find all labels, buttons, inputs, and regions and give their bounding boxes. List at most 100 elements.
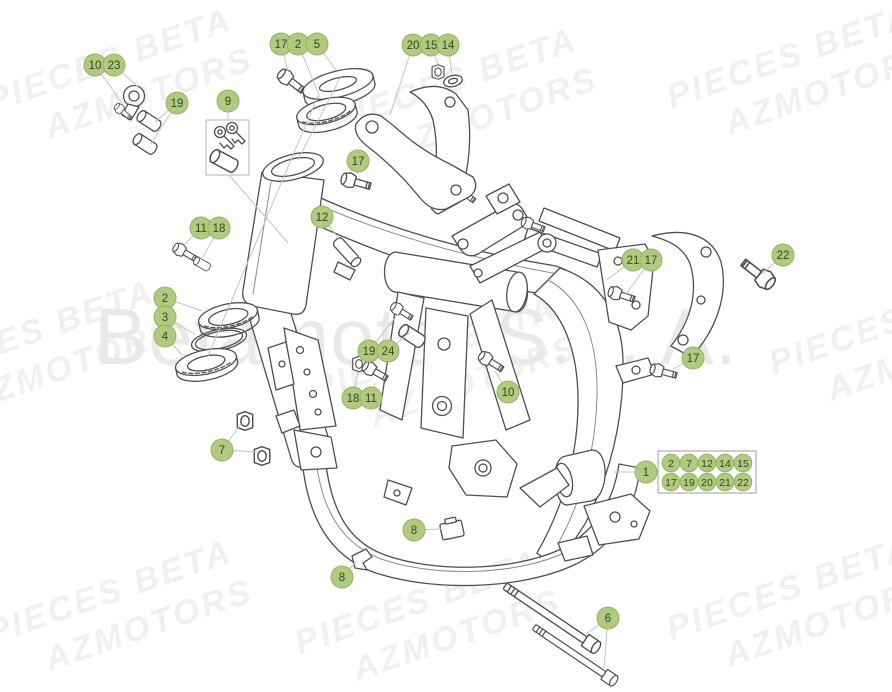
- washer-14: [443, 74, 463, 88]
- dust-seal-5: [302, 68, 376, 108]
- svg-text:17: 17: [687, 353, 700, 365]
- callout-12: 12: [310, 205, 334, 229]
- bolt-17b: [338, 170, 373, 195]
- svg-text:8: 8: [339, 572, 345, 584]
- svg-text:11: 11: [365, 393, 377, 405]
- bolt-22: [736, 254, 780, 294]
- svg-text:21: 21: [627, 255, 640, 267]
- callout-9: 9: [216, 89, 240, 113]
- svg-text:19: 19: [171, 98, 184, 110]
- callout-20: 20: [401, 33, 425, 57]
- svg-text:14: 14: [442, 40, 455, 52]
- svg-text:15: 15: [737, 458, 749, 470]
- svg-text:21: 21: [719, 477, 731, 489]
- nut-7a: [236, 410, 254, 432]
- svg-text:19: 19: [683, 477, 695, 489]
- callout-10: 10: [496, 380, 520, 404]
- svg-text:19: 19: [363, 346, 376, 358]
- callout-6: 6: [596, 606, 620, 630]
- callout-12: 12: [697, 453, 717, 473]
- svg-text:12: 12: [316, 212, 329, 224]
- svg-text:12: 12: [701, 458, 713, 470]
- svg-text:5: 5: [314, 39, 320, 51]
- svg-text:17: 17: [665, 477, 677, 489]
- lock-set-9: [205, 119, 250, 176]
- callout-8: 8: [402, 518, 426, 542]
- bearing-2-top: [296, 96, 358, 134]
- svg-text:14: 14: [719, 458, 731, 470]
- bearing-2-lower: [197, 302, 260, 338]
- callout-17: 17: [269, 32, 293, 56]
- legend-box: [657, 450, 757, 494]
- svg-text:17: 17: [275, 39, 288, 51]
- dust-seal-4: [174, 347, 239, 382]
- callout-21: 21: [715, 472, 735, 492]
- callout-22: 22: [733, 472, 753, 492]
- callout-1: 1: [634, 460, 658, 484]
- callout-19: 19: [165, 91, 189, 115]
- callout-20: 20: [697, 472, 717, 492]
- callout-22: 22: [771, 243, 795, 267]
- svg-text:2: 2: [668, 458, 674, 470]
- callout-10: 10: [83, 53, 107, 77]
- callout-11: 11: [189, 216, 213, 240]
- svg-text:20: 20: [701, 477, 713, 489]
- bolt-17e: [648, 361, 679, 383]
- svg-text:7: 7: [686, 458, 692, 470]
- svg-text:18: 18: [347, 393, 360, 405]
- callout-11: 11: [359, 386, 383, 410]
- callout-7: 7: [679, 453, 699, 473]
- frame-line-art: [112, 64, 780, 688]
- callout-8: 8: [330, 565, 354, 589]
- svg-text:11: 11: [195, 223, 207, 235]
- svg-text:2: 2: [295, 39, 301, 51]
- callout-5: 5: [305, 32, 329, 56]
- pivot-plates: [420, 307, 469, 439]
- callout-24: 24: [376, 339, 400, 363]
- callout-14: 14: [715, 453, 735, 473]
- callout-23: 23: [102, 53, 126, 77]
- svg-text:3: 3: [162, 312, 168, 324]
- spacer-19b: [130, 131, 160, 157]
- svg-text:22: 22: [737, 477, 749, 489]
- callout-19: 19: [357, 339, 381, 363]
- callout-7: 7: [210, 438, 234, 462]
- svg-text:7: 7: [219, 445, 225, 457]
- callout-4: 4: [153, 324, 177, 348]
- nut-15: [431, 64, 445, 80]
- svg-text:20: 20: [407, 40, 420, 52]
- assembly-axis-line: [297, 75, 342, 161]
- callout-17: 17: [639, 248, 663, 272]
- callout-17: 17: [661, 472, 681, 492]
- callout-19: 19: [679, 472, 699, 492]
- svg-text:9: 9: [225, 96, 231, 108]
- leader-line: [389, 44, 414, 116]
- hanger-brackets-20: [354, 85, 477, 215]
- callout-15: 15: [419, 33, 443, 57]
- svg-text:2: 2: [162, 293, 168, 305]
- svg-text:24: 24: [382, 346, 395, 358]
- svg-text:17: 17: [645, 255, 658, 267]
- bracket-12: [332, 237, 362, 281]
- svg-text:10: 10: [502, 387, 515, 399]
- long-bolt-6a: [500, 579, 604, 656]
- svg-text:15: 15: [425, 40, 438, 52]
- svg-text:8: 8: [411, 525, 417, 537]
- callout-2: 2: [661, 453, 681, 473]
- clip-8b: [351, 548, 373, 571]
- callout-17: 17: [346, 149, 370, 173]
- svg-text:1: 1: [643, 467, 649, 479]
- svg-text:10: 10: [89, 60, 102, 72]
- svg-text:22: 22: [777, 250, 790, 262]
- assembly-axis-line: [207, 95, 319, 357]
- nut-7b: [253, 445, 271, 467]
- svg-text:23: 23: [108, 60, 121, 72]
- spacer-19a: [134, 108, 164, 134]
- clamp-10-23: [112, 84, 146, 123]
- svg-text:18: 18: [213, 223, 226, 235]
- assembly-axis-line: [229, 175, 289, 244]
